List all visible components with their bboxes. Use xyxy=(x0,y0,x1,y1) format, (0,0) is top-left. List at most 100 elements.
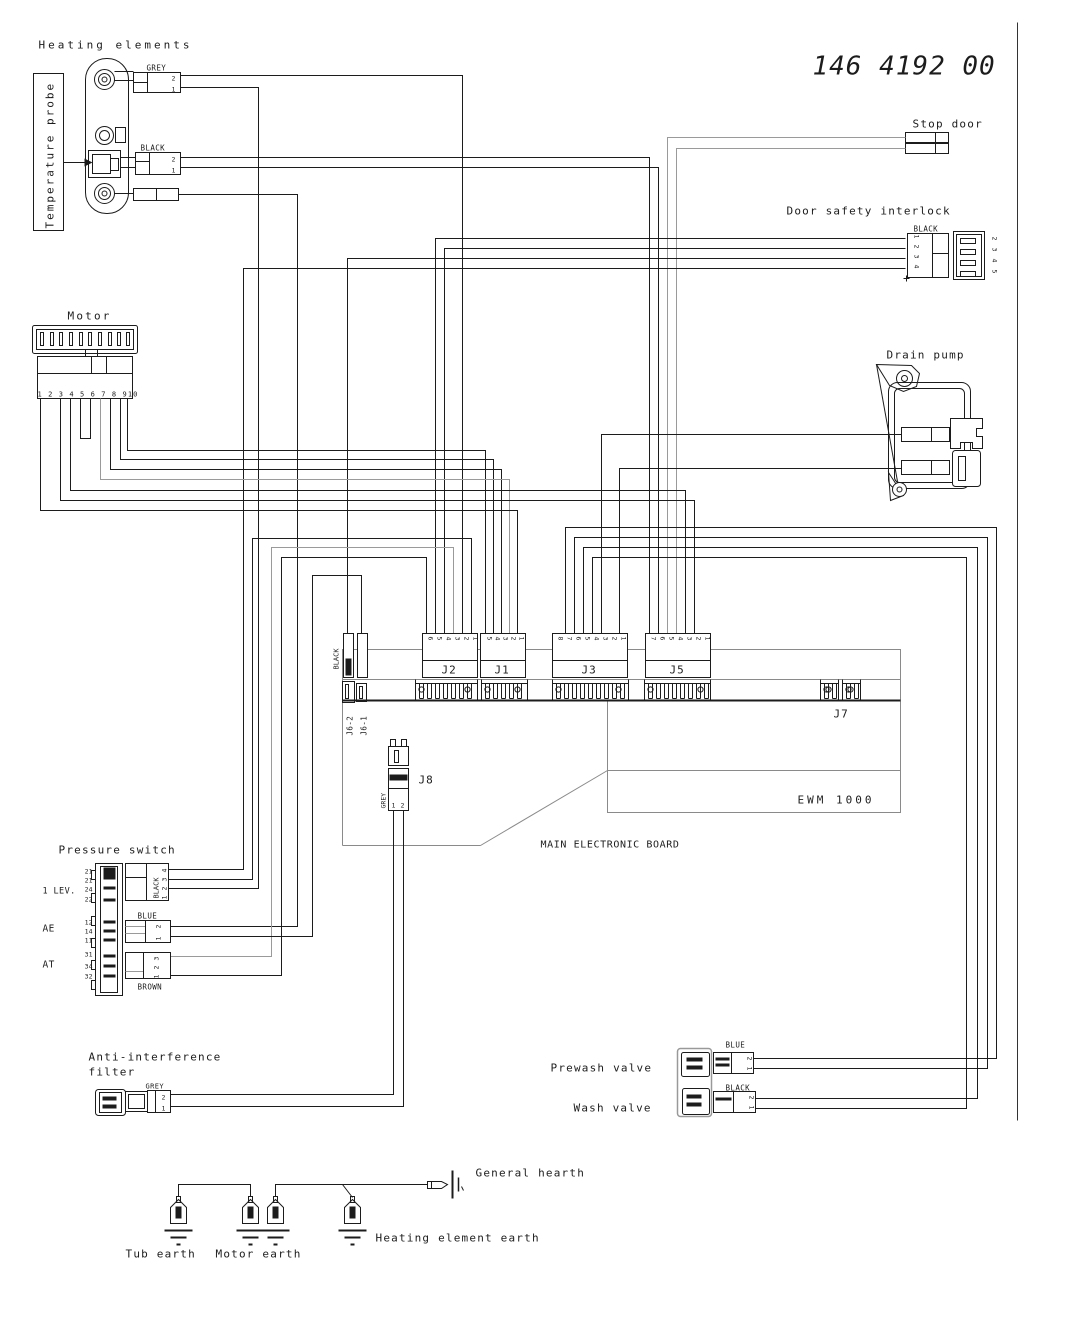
pin: 5 xyxy=(486,637,494,641)
wire-blue1-j6 xyxy=(170,575,362,937)
heating-elements-label: Heating elements xyxy=(39,39,193,52)
blue-label: BLUE xyxy=(726,1041,746,1050)
pin: 24 xyxy=(85,886,93,894)
wire-motor7 xyxy=(100,398,510,634)
pin: 2 xyxy=(153,966,161,970)
j3-connector: J3 xyxy=(552,633,628,678)
motor-earth-label: Motor earth xyxy=(216,1248,302,1261)
tub-earth-label: Tub earth xyxy=(126,1248,196,1261)
j7-label: J7 xyxy=(834,708,849,721)
pad-circle xyxy=(464,686,471,693)
pin: 4 xyxy=(494,637,502,641)
pin: 3 xyxy=(602,637,610,641)
pin: 7 xyxy=(650,637,658,641)
black-label: BLACK xyxy=(141,144,166,153)
wire-at-top-j2 xyxy=(170,547,454,957)
wire-motor9 xyxy=(120,398,494,634)
pin: 3 xyxy=(153,957,161,961)
wire-grey2-j2 xyxy=(180,75,463,634)
pin: 21 xyxy=(85,877,93,885)
pin: 2 xyxy=(913,245,921,249)
earth-section xyxy=(164,1170,464,1246)
pin: 6 xyxy=(659,637,667,641)
heating-elements-component xyxy=(85,58,136,214)
j5-label: J5 xyxy=(670,664,685,677)
pin: 1 xyxy=(620,637,628,641)
j2-label: J2 xyxy=(442,664,457,677)
door-safety-interlock-label: Door safety interlock xyxy=(787,205,951,218)
grey-label: GREY xyxy=(146,1083,165,1091)
pin: 4 xyxy=(991,259,999,263)
wire-door3-j6 xyxy=(347,258,906,634)
heating-black-connector: BLACK 2 1 xyxy=(135,144,181,175)
pad-circle xyxy=(555,686,562,693)
pin: 7 xyxy=(566,637,574,641)
pin: 31 xyxy=(85,951,93,959)
pin: 34 xyxy=(85,963,93,971)
pin: 11 xyxy=(85,937,93,945)
pin: 8 xyxy=(557,637,565,641)
pad-circle xyxy=(697,686,704,693)
j2-connector: J2 xyxy=(422,633,478,678)
wire-door1-j2 xyxy=(435,238,906,634)
pad-circle xyxy=(484,686,491,693)
black-label: BLACK xyxy=(914,225,939,234)
pin: 5 xyxy=(436,637,444,641)
pin: 12 xyxy=(85,919,93,927)
pin: 2 xyxy=(611,637,619,641)
wire-j3-blue1 xyxy=(574,537,988,1069)
general-hearth-symbol xyxy=(427,1170,464,1199)
stop-door-label: Stop door xyxy=(913,118,983,131)
j3-label: J3 xyxy=(582,664,597,677)
pin: 1 xyxy=(162,1105,166,1113)
wire-ps3-j2 xyxy=(168,538,472,880)
pin: 5 xyxy=(668,637,676,641)
pin: 6 xyxy=(575,637,583,641)
pin: 4 xyxy=(677,637,685,641)
pad-circle xyxy=(514,686,521,693)
pad-circle xyxy=(845,686,852,693)
pin: 2 xyxy=(401,802,405,810)
general-hearth-label: General hearth xyxy=(476,1167,586,1180)
wire-door2-j2 xyxy=(444,248,906,634)
black-label: BLACK xyxy=(726,1084,751,1093)
wire-drain-lower xyxy=(619,468,902,634)
heating-element-earth-label: Heating element earth xyxy=(376,1232,540,1245)
earth-terminals xyxy=(170,1196,361,1224)
anti-interference-label: Anti-interference xyxy=(89,1051,222,1064)
j1-connector: J1 xyxy=(480,633,526,678)
pressure-switch-label: Pressure switch xyxy=(59,844,176,857)
brown-label: BROWN xyxy=(138,983,163,992)
wire-motor4 xyxy=(70,398,686,634)
motor-label: Motor xyxy=(68,310,112,323)
grey-label: GREY xyxy=(147,64,167,73)
wires xyxy=(40,75,997,1109)
pad-circle xyxy=(847,686,854,693)
black-label: BLACK xyxy=(153,877,161,899)
pin: 3 xyxy=(686,637,694,641)
anti-interference-filter-component: GREY 2 1 xyxy=(95,1083,171,1116)
pin: 4 xyxy=(593,637,601,641)
motor-pin-row: 1 2 3 4 5 6 7 8 910 xyxy=(38,391,139,399)
one-lev-label: 1 LEV. xyxy=(43,887,76,897)
pin: 14 xyxy=(85,928,93,936)
ewm-label: EWM 1000 xyxy=(798,794,875,807)
pin: 1 xyxy=(472,637,480,641)
pin: 5 xyxy=(991,270,999,274)
wire-door4-ps xyxy=(168,268,906,870)
ae-label: AE xyxy=(43,924,55,935)
wire-black2-j5 xyxy=(180,157,650,634)
pad-comb xyxy=(415,679,478,701)
drain-pump-label: Drain pump xyxy=(887,349,965,362)
wire-grey1-ps xyxy=(168,87,259,889)
heating-grey-connector: GREY 2 1 xyxy=(133,64,181,94)
pin: 4 xyxy=(445,637,453,641)
pin: 2 xyxy=(510,637,518,641)
pin: 2 xyxy=(748,1096,756,1100)
wire-j3-black2 xyxy=(583,547,978,1099)
pin: 2 xyxy=(172,156,176,164)
pin: 1 xyxy=(913,235,921,239)
pin: 2 xyxy=(991,237,999,241)
